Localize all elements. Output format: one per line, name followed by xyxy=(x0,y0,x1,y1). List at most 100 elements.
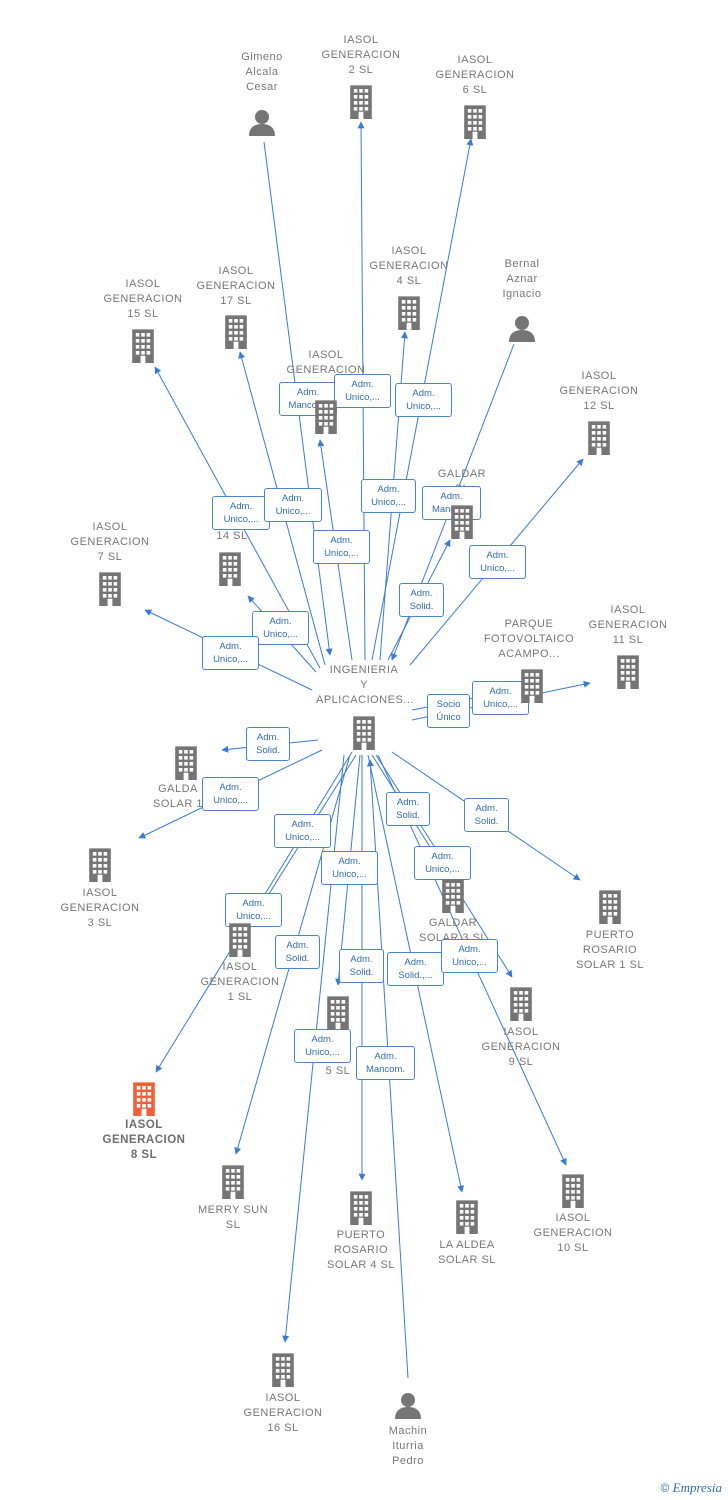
role-badge-r10[interactable]: Adm. Solid. xyxy=(399,583,444,617)
building-icon[interactable] xyxy=(349,714,379,750)
person-icon[interactable] xyxy=(508,314,536,342)
node-puerto4[interactable]: PUERTO ROSARIO SOLAR 4 SL xyxy=(313,1228,409,1273)
node-iasol4[interactable]: IASOL GENERACION 4 SL xyxy=(361,244,457,289)
role-badge-r16[interactable]: Adm. Unico,... xyxy=(202,777,259,811)
node-label: IASOL GENERACION 4 SL xyxy=(369,245,449,287)
role-badge-r25[interactable]: Adm. Solid.,... xyxy=(387,952,444,986)
node-galdar_solar1[interactable]: GALDA SOLAR 1 xyxy=(130,782,226,812)
node-iasol16[interactable]: IASOL GENERACION 16 SL xyxy=(235,1391,331,1436)
role-badge-r4[interactable]: Adm. Unico,... xyxy=(212,496,270,530)
building-icon[interactable] xyxy=(595,888,625,924)
node-gimeno[interactable]: Gimeno Alcala Cesar xyxy=(214,50,310,95)
role-badge-r17[interactable]: Adm. Solid. xyxy=(386,792,430,826)
node-iasol1[interactable]: IASOL GENERACION 1 SL xyxy=(192,960,288,1005)
building-icon[interactable] xyxy=(268,1351,298,1387)
person-icon[interactable] xyxy=(394,1391,422,1419)
role-badge-r8[interactable]: Adm. Unico,... xyxy=(313,530,370,564)
building-icon[interactable] xyxy=(311,398,341,434)
node-iasol8[interactable]: IASOL GENERACION 8 SL xyxy=(96,1118,192,1163)
role-badge-r23[interactable]: Adm. Solid. xyxy=(275,935,320,969)
building-icon[interactable] xyxy=(452,1198,482,1234)
role-badge-r20[interactable]: Adm. Unico,... xyxy=(321,851,378,885)
role-badge-r22[interactable]: Adm. Unico,... xyxy=(225,893,282,927)
role-badge-r2[interactable]: Adm. Unico,... xyxy=(334,374,391,408)
node-label: IASOL GENERACION 17 SL xyxy=(196,265,276,307)
building-icon[interactable] xyxy=(447,503,477,539)
node-iasol7[interactable]: IASOL GENERACION 7 SL xyxy=(62,520,158,565)
node-iasol2[interactable]: IASOL GENERACION 2 SL xyxy=(313,33,409,78)
building-icon[interactable] xyxy=(171,744,201,780)
building-icon[interactable] xyxy=(128,327,158,363)
footer: © Empresia xyxy=(660,1480,722,1496)
node-label: Machin Iturria Pedro xyxy=(388,1425,428,1467)
node-machin[interactable]: Machin Iturria Pedro xyxy=(360,1424,456,1469)
building-icon[interactable] xyxy=(218,1163,248,1199)
node-iasol13[interactable]: IASOL GENERACION xyxy=(278,348,374,378)
building-icon[interactable] xyxy=(438,877,468,913)
node-label: IASOL GENERACION 1 SL xyxy=(200,961,280,1003)
node-merry[interactable]: MERRY SUN SL xyxy=(185,1203,281,1233)
node-iasol15[interactable]: IASOL GENERACION 15 SL xyxy=(95,277,191,322)
building-icon[interactable] xyxy=(85,846,115,882)
building-icon[interactable] xyxy=(613,653,643,689)
node-ingenieria[interactable]: INGENIERIA Y APLICACIONES... xyxy=(316,663,413,708)
person-icon[interactable] xyxy=(248,108,276,136)
node-puerto1[interactable]: PUERTO ROSARIO SOLAR 1 SL xyxy=(562,928,658,973)
role-badge-r19[interactable]: Adm. Unico,... xyxy=(274,814,331,848)
building-icon[interactable] xyxy=(346,83,376,119)
brand-logo[interactable]: Empresia xyxy=(672,1480,722,1495)
building-icon[interactable] xyxy=(558,1172,588,1208)
node-label: IASOL GENERACION 3 SL xyxy=(60,887,140,929)
node-label: IASOL GENERACION 2 SL xyxy=(321,34,401,76)
role-badge-r24[interactable]: Adm. Solid. xyxy=(339,949,384,983)
building-icon[interactable] xyxy=(517,667,547,703)
node-label: IASOL GENERACION 6 SL xyxy=(435,54,515,96)
node-iasol5[interactable]: 5 SL xyxy=(290,1064,386,1079)
role-badge-r3[interactable]: Adm. Unico,... xyxy=(395,383,452,417)
node-aldea[interactable]: LA ALDEA SOLAR SL xyxy=(419,1238,515,1268)
node-label: GALDA SOLAR 1 xyxy=(153,783,203,810)
node-label: IASOL GENERACION xyxy=(286,349,366,376)
node-label: PARQUE FOTOVOLTAICO ACAMPO... xyxy=(483,618,575,660)
node-label: IASOL GENERACION 10 SL xyxy=(533,1212,613,1254)
role-badge-r9[interactable]: Adm. Unico,... xyxy=(469,545,526,579)
node-label: LA ALDEA SOLAR SL xyxy=(438,1239,496,1266)
node-iasol9[interactable]: IASOL GENERACION 9 SL xyxy=(473,1025,569,1070)
building-icon[interactable] xyxy=(394,294,424,330)
role-badge-r13[interactable]: Adm. Unico,... xyxy=(472,681,529,715)
building-icon[interactable] xyxy=(215,550,245,586)
node-iasol12[interactable]: IASOL GENERACION 12 SL xyxy=(551,369,647,414)
building-icon[interactable] xyxy=(346,1189,376,1225)
node-iasol3[interactable]: IASOL GENERACION 3 SL xyxy=(52,886,148,931)
building-icon[interactable] xyxy=(129,1080,159,1116)
role-badge-r7[interactable]: Adm. Unico,... xyxy=(361,479,416,513)
role-badge-r21[interactable]: Adm. Unico,... xyxy=(414,846,471,880)
building-icon[interactable] xyxy=(584,419,614,455)
node-iasol11[interactable]: IASOL GENERACION 11 SL xyxy=(580,603,676,648)
node-parque[interactable]: PARQUE FOTOVOLTAICO ACAMPO... xyxy=(481,617,577,662)
role-badge-r26[interactable]: Adm. Unico,... xyxy=(441,939,498,973)
role-badge-r12[interactable]: Adm. Unico,... xyxy=(202,636,259,670)
role-badge-r28[interactable]: Adm. Mancom. xyxy=(356,1046,415,1080)
role-badge-r15[interactable]: Adm. Solid. xyxy=(246,727,290,761)
node-label: IASOL GENERACION 8 SL xyxy=(102,1119,186,1161)
building-icon[interactable] xyxy=(323,994,353,1030)
building-icon[interactable] xyxy=(95,570,125,606)
building-icon[interactable] xyxy=(221,313,251,349)
node-label: PUERTO ROSARIO SOLAR 4 SL xyxy=(327,1229,395,1271)
role-badge-r27[interactable]: Adm. Unico,... xyxy=(294,1029,351,1063)
building-icon[interactable] xyxy=(460,103,490,139)
role-badge-r5[interactable]: Adm. Unico,... xyxy=(264,488,322,522)
role-badge-r11[interactable]: Adm. Unico,... xyxy=(252,611,309,645)
building-icon[interactable] xyxy=(506,985,536,1021)
node-iasol6[interactable]: IASOL GENERACION 6 SL xyxy=(427,53,523,98)
building-icon[interactable] xyxy=(225,921,255,957)
node-iasol17[interactable]: IASOL GENERACION 17 SL xyxy=(188,264,284,309)
role-badge-r18[interactable]: Adm. Solid. xyxy=(464,798,509,832)
node-bernal[interactable]: Bernal Aznar Ignacio xyxy=(474,257,570,302)
node-iasol10[interactable]: IASOL GENERACION 10 SL xyxy=(525,1211,621,1256)
role-badge-r14[interactable]: Socio Único xyxy=(427,694,470,728)
node-label: 5 SL xyxy=(325,1065,351,1077)
copyright-symbol: © xyxy=(660,1481,670,1495)
